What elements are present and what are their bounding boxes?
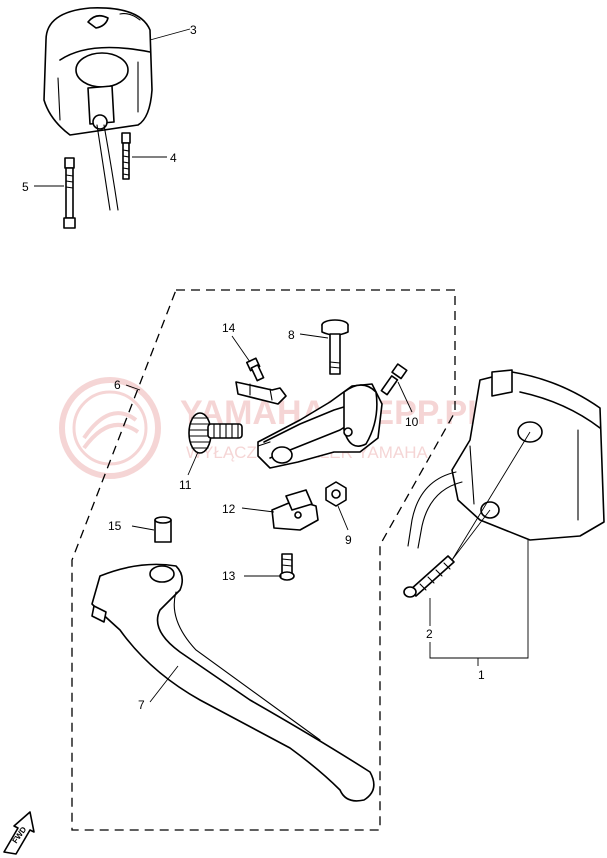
callout-2: 2 bbox=[426, 627, 433, 641]
nut-part-9 bbox=[325, 481, 347, 507]
switch-housing-part-3 bbox=[43, 7, 153, 136]
assembly-cable bbox=[407, 471, 463, 549]
forward-arrow-icon bbox=[3, 811, 35, 855]
callout-7: 7 bbox=[138, 698, 145, 712]
bolt-part-8 bbox=[321, 319, 349, 375]
callout-9: 9 bbox=[345, 533, 352, 547]
callout-14: 14 bbox=[222, 321, 236, 335]
screw-part-10 bbox=[380, 363, 408, 396]
callout-11: 11 bbox=[179, 478, 192, 492]
lever-part-7 bbox=[91, 563, 375, 802]
callout-6: 6 bbox=[114, 378, 121, 392]
lever-assembly-boundary bbox=[71, 289, 456, 831]
screw-insert-guide bbox=[451, 431, 531, 561]
leader-lines bbox=[34, 28, 529, 703]
callout-4: 4 bbox=[170, 151, 177, 165]
callout-13: 13 bbox=[222, 569, 236, 583]
callout-8: 8 bbox=[288, 328, 295, 342]
callout-10: 10 bbox=[405, 415, 419, 429]
screw-part-2 bbox=[403, 555, 455, 598]
switch-cable bbox=[96, 124, 119, 211]
adjuster-part-11 bbox=[188, 412, 243, 454]
callout-1: 1 bbox=[478, 668, 485, 682]
callout-3: 3 bbox=[190, 23, 197, 37]
screw-part-4 bbox=[121, 132, 131, 180]
callout-numbers: 1 2 3 4 5 6 7 8 9 10 11 12 13 14 15 bbox=[22, 23, 485, 712]
watermark-logo-icon bbox=[59, 377, 161, 479]
clamp-bracket bbox=[235, 381, 287, 405]
block-part-12 bbox=[271, 489, 319, 531]
screw-part-13 bbox=[279, 553, 295, 581]
bushing-part-15 bbox=[154, 516, 172, 543]
lever-holder bbox=[257, 383, 383, 469]
callout-5: 5 bbox=[22, 180, 29, 194]
forward-direction-badge: FWD bbox=[3, 811, 35, 855]
screw-part-5 bbox=[63, 157, 76, 229]
callout-12: 12 bbox=[222, 502, 236, 516]
callout-15: 15 bbox=[108, 519, 122, 533]
